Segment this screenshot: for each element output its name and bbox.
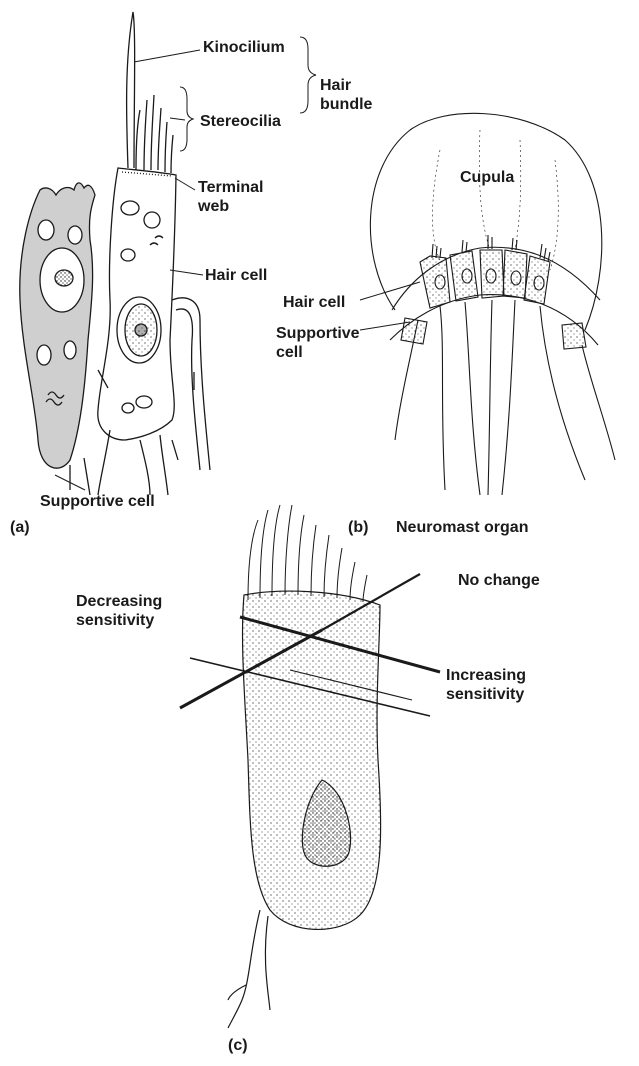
label-stereocilia: Stereocilia — [200, 112, 281, 131]
label-hair-cell-a: Hair cell — [205, 266, 267, 285]
label-cupula: Cupula — [460, 168, 514, 187]
panel-b-title: Neuromast organ — [396, 518, 528, 537]
label-hair-cell-b: Hair cell — [283, 293, 345, 312]
supportive-cell-a — [20, 183, 95, 468]
panel-a-tag: (a) — [10, 518, 30, 537]
panel-b-tag: (b) — [348, 518, 368, 537]
hair-cell-c — [243, 591, 381, 929]
label-no-change: No change — [458, 571, 540, 590]
label-hair-bundle: Hair bundle — [320, 76, 372, 114]
label-decreasing-sensitivity: Decreasing sensitivity — [76, 592, 162, 630]
panel-a-drawing — [20, 12, 210, 495]
label-increasing-sensitivity: Increasing sensitivity — [446, 666, 526, 704]
label-terminal-web: Terminal web — [198, 178, 264, 216]
panel-c-drawing — [228, 505, 381, 1028]
kinocilium-a — [127, 12, 135, 168]
panel-a-leaders — [55, 37, 316, 490]
label-supportive-cell-a: Supportive cell — [40, 492, 155, 511]
panel-c-tag: (c) — [228, 1036, 248, 1055]
stereocilia-a — [136, 95, 173, 173]
label-kinocilium: Kinocilium — [203, 38, 285, 57]
label-supportive-cell-b: Supportive cell — [276, 324, 360, 362]
